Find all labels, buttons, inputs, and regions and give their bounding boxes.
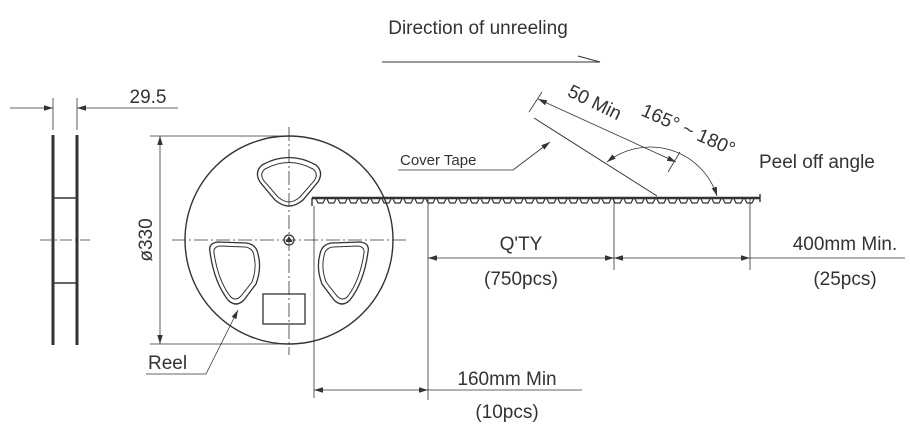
reel-front-view — [172, 127, 408, 355]
trailer-pcs-label: (10pcs) — [475, 402, 538, 423]
reel-window-right — [317, 241, 369, 305]
qty-label: Q'TY — [500, 234, 543, 255]
trailer-length-label: 160mm Min — [457, 369, 556, 390]
min-50-label: 50 Min — [564, 81, 624, 125]
reel-side-view — [10, 98, 178, 345]
leader-length-label: 400mm Min. — [793, 234, 898, 255]
cover-tape-label: Cover Tape — [400, 152, 476, 169]
diameter-dimension-lines — [150, 135, 289, 345]
trailer-dimension — [313, 206, 582, 398]
qty-dimension — [427, 198, 905, 400]
reel-leader — [146, 309, 239, 375]
reel-label-area — [262, 293, 306, 325]
direction-label: Direction of unreeling — [388, 18, 568, 39]
reel-label: Reel — [148, 353, 187, 374]
peel-angle-arc — [606, 146, 718, 197]
carrier-tape — [311, 194, 761, 206]
width-dimension: 29.5 — [130, 87, 167, 108]
leader-pcs-label: (25pcs) — [813, 269, 876, 290]
direction-arrow — [382, 55, 601, 63]
qty-pcs-label: (750pcs) — [484, 269, 558, 290]
reel-window-left — [209, 241, 261, 305]
hub-icon — [283, 234, 295, 246]
peel-off-label: Peel off angle — [759, 152, 875, 173]
diameter-label: ø330 — [136, 218, 157, 261]
reel-window-top — [256, 156, 322, 207]
